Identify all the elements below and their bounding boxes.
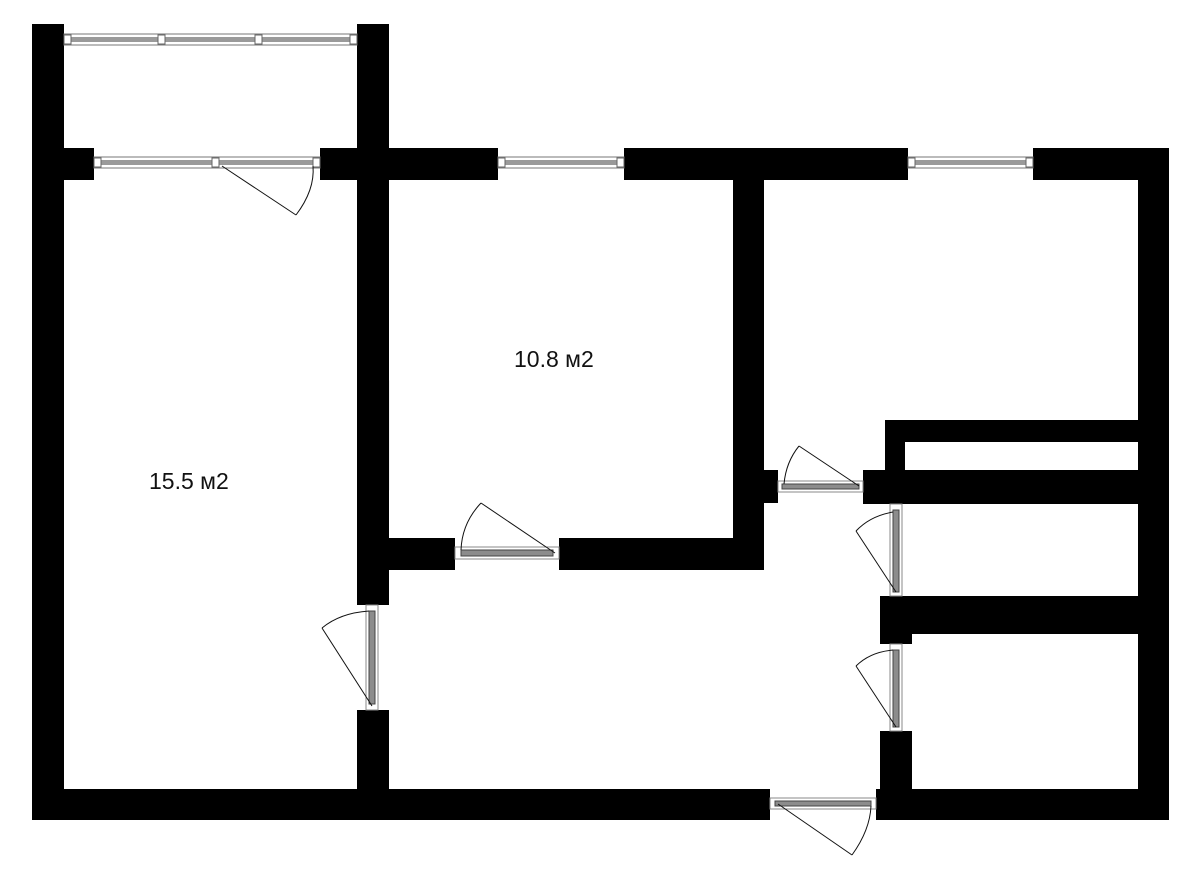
room-area-label-middle: 10.8 м2 xyxy=(514,346,594,372)
middle-room-wall-bottom-left xyxy=(357,538,455,570)
bottom-wall-right xyxy=(876,789,1169,820)
outer-wall-left xyxy=(32,148,64,820)
right-room-door xyxy=(777,445,864,493)
entrance-door xyxy=(769,797,877,856)
middle-room-wall-bottom-right xyxy=(559,538,764,570)
top-wall-center xyxy=(624,148,908,180)
walls xyxy=(32,24,1169,820)
partition-left-upper xyxy=(357,148,389,605)
closet-left-wall xyxy=(885,420,905,475)
closet-top-wall xyxy=(885,420,1155,442)
windows xyxy=(63,33,1034,169)
bathroom-door-lower xyxy=(855,643,903,732)
partition-stub-small xyxy=(733,470,778,503)
bath-top-wall xyxy=(863,470,1153,504)
partition-middle-right xyxy=(733,170,764,570)
balcony-wall-left xyxy=(32,24,64,156)
balcony-window-outer xyxy=(63,33,358,46)
middle-room-door xyxy=(454,502,560,560)
middle-room-window xyxy=(497,156,625,169)
bathroom-door-upper xyxy=(855,503,903,597)
balcony-wall-right xyxy=(357,24,389,156)
balcony-door xyxy=(221,165,314,216)
bath-left-lower xyxy=(880,731,912,820)
top-wall-stub-mid xyxy=(320,148,498,180)
partition-left-lower xyxy=(357,710,389,810)
doors xyxy=(221,165,903,856)
room-labels: 15.5 м2 10.8 м2 xyxy=(149,346,594,494)
bath-divider-wall xyxy=(880,596,1155,634)
right-room-window xyxy=(907,156,1034,169)
room-area-label-left: 15.5 м2 xyxy=(149,468,229,494)
balcony-window-inner xyxy=(93,156,321,169)
bottom-wall-left xyxy=(32,789,770,820)
bath-divider-stub xyxy=(880,596,912,644)
top-wall-stub-left xyxy=(32,148,94,180)
left-room-door xyxy=(321,604,379,711)
